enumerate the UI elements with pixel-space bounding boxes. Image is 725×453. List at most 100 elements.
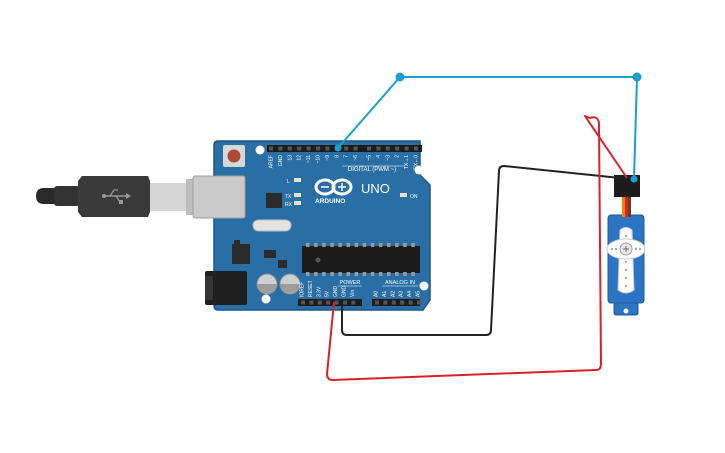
atmega-pin (370, 272, 375, 276)
analog-pin-hole[interactable] (417, 300, 421, 305)
usb-plug-metal-edge (186, 179, 194, 215)
signal-wire-bend-point[interactable] (632, 72, 642, 82)
atmega-pin (411, 272, 415, 276)
usb-icon (102, 189, 131, 204)
digital-pin-label: ~5 (367, 155, 373, 161)
usb-b-jack (192, 175, 246, 219)
servo-horn-holes (610, 234, 642, 288)
digital-pin-hole[interactable] (297, 146, 302, 151)
digital-pin-label: GND (278, 155, 284, 167)
signal-wire[interactable] (337, 76, 638, 180)
power-pin-label: 3.3V (316, 286, 322, 297)
digital-pin-hole[interactable] (278, 146, 283, 151)
analog-pin-hole[interactable] (408, 300, 413, 305)
atmega-pin (411, 243, 415, 247)
power-pin-hole[interactable] (343, 300, 347, 305)
power-pin-hole[interactable] (351, 300, 356, 305)
led-tx-label: TX (285, 194, 292, 200)
atmega-pin (378, 272, 383, 276)
digital-pin-hole[interactable] (414, 146, 418, 151)
servo-horn-hole (638, 247, 642, 251)
micro-servo[interactable] (606, 175, 646, 316)
atmega-pin (387, 272, 391, 276)
digital-pin-label: ~3 (385, 155, 391, 161)
atmega-pin (330, 243, 334, 247)
usb-cable[interactable] (36, 176, 194, 217)
power-pin-hole[interactable] (309, 300, 314, 305)
atmega-pin (322, 272, 326, 276)
signal-wire-bend-point[interactable] (395, 72, 405, 82)
crystal-oscillator (252, 219, 292, 232)
ground-wire[interactable] (341, 165, 621, 336)
signal-wire-endpoint[interactable] (334, 144, 342, 152)
analog-pin-hole[interactable] (400, 300, 405, 305)
usb-cable-end (36, 188, 56, 204)
atmega-microcontroller (302, 246, 420, 273)
analog-pin-label: A4 (407, 291, 413, 297)
usb-strain-relief (54, 186, 80, 206)
digital-pin-hole[interactable] (353, 146, 358, 151)
power-pin-hole[interactable] (334, 300, 339, 305)
digital-pin-label: ~10 (316, 155, 322, 164)
atmega-pin (354, 272, 359, 276)
digital-pin-label: AREF (269, 155, 275, 168)
power-pin-hole[interactable] (326, 300, 331, 305)
signal-wire-endpoint[interactable] (630, 175, 638, 183)
analog-pin-hole[interactable] (383, 300, 388, 305)
digital-pin-label: ~11 (306, 155, 312, 163)
digital-pin-hole[interactable] (316, 146, 320, 151)
digital-header-label: DIGITAL (PWM ~) (348, 167, 396, 173)
analog-pin-label: A5 (416, 291, 422, 297)
digital-pin-hole[interactable] (269, 146, 273, 151)
digital-pin-hole[interactable] (344, 146, 349, 151)
dc-power-jack (205, 271, 247, 305)
analog-header-label: ANALOG IN (385, 280, 415, 286)
digital-pin-hole[interactable] (287, 146, 292, 151)
capacitor-shade (280, 284, 300, 294)
digital-pin-label: 12 (297, 155, 303, 161)
digital-pin-hole[interactable] (404, 146, 409, 151)
atmega-pin (346, 243, 350, 247)
atmega-pin (338, 243, 342, 247)
digital-pin-hole[interactable] (306, 146, 311, 151)
analog-pin-hole[interactable] (375, 300, 379, 305)
digital-pin-hole[interactable] (325, 146, 330, 151)
power-pin-hole[interactable] (317, 300, 322, 305)
digital-pin-hole[interactable] (367, 146, 371, 151)
power-pin-label: IOREF (300, 282, 306, 297)
digital-pin-label: 8 (334, 155, 340, 158)
usb-controller-chip (266, 193, 282, 208)
led-tx (294, 193, 301, 197)
digital-pin-label: TX→1 (404, 155, 410, 169)
brand-label: ARDUINO (315, 198, 345, 205)
analog-pin-label: A3 (399, 291, 405, 297)
atmega-pin (370, 243, 375, 247)
atmega-pin (378, 243, 383, 247)
led-rx (294, 201, 301, 205)
atmega-pins (306, 243, 415, 276)
smd-component (264, 250, 276, 258)
power-header-label: POWER (340, 280, 361, 286)
digital-pin-label: 13 (287, 155, 293, 161)
led-rx-label: RX (285, 202, 293, 208)
dc-power-jack-lip (205, 276, 213, 300)
power-wire[interactable] (326, 115, 628, 381)
power-pin-hole[interactable] (301, 300, 305, 305)
atmega-pin (362, 272, 367, 276)
power-pin-label: Vin (350, 290, 356, 297)
digital-pin-label: RX←0 (414, 155, 420, 170)
digital-pin-hole[interactable] (395, 146, 400, 151)
digital-pin-hole[interactable] (385, 146, 390, 151)
analog-pin-label: A2 (390, 291, 396, 297)
digital-pin-hole[interactable] (376, 146, 381, 151)
analog-pin-hole[interactable] (391, 300, 396, 305)
servo-horn-hole (624, 234, 628, 238)
mount-hole (261, 294, 271, 304)
power-pin-label: GND (333, 286, 339, 298)
voltage-regulator-pin (234, 240, 240, 244)
atmega-pin (346, 272, 350, 276)
analog-header[interactable] (372, 299, 420, 306)
